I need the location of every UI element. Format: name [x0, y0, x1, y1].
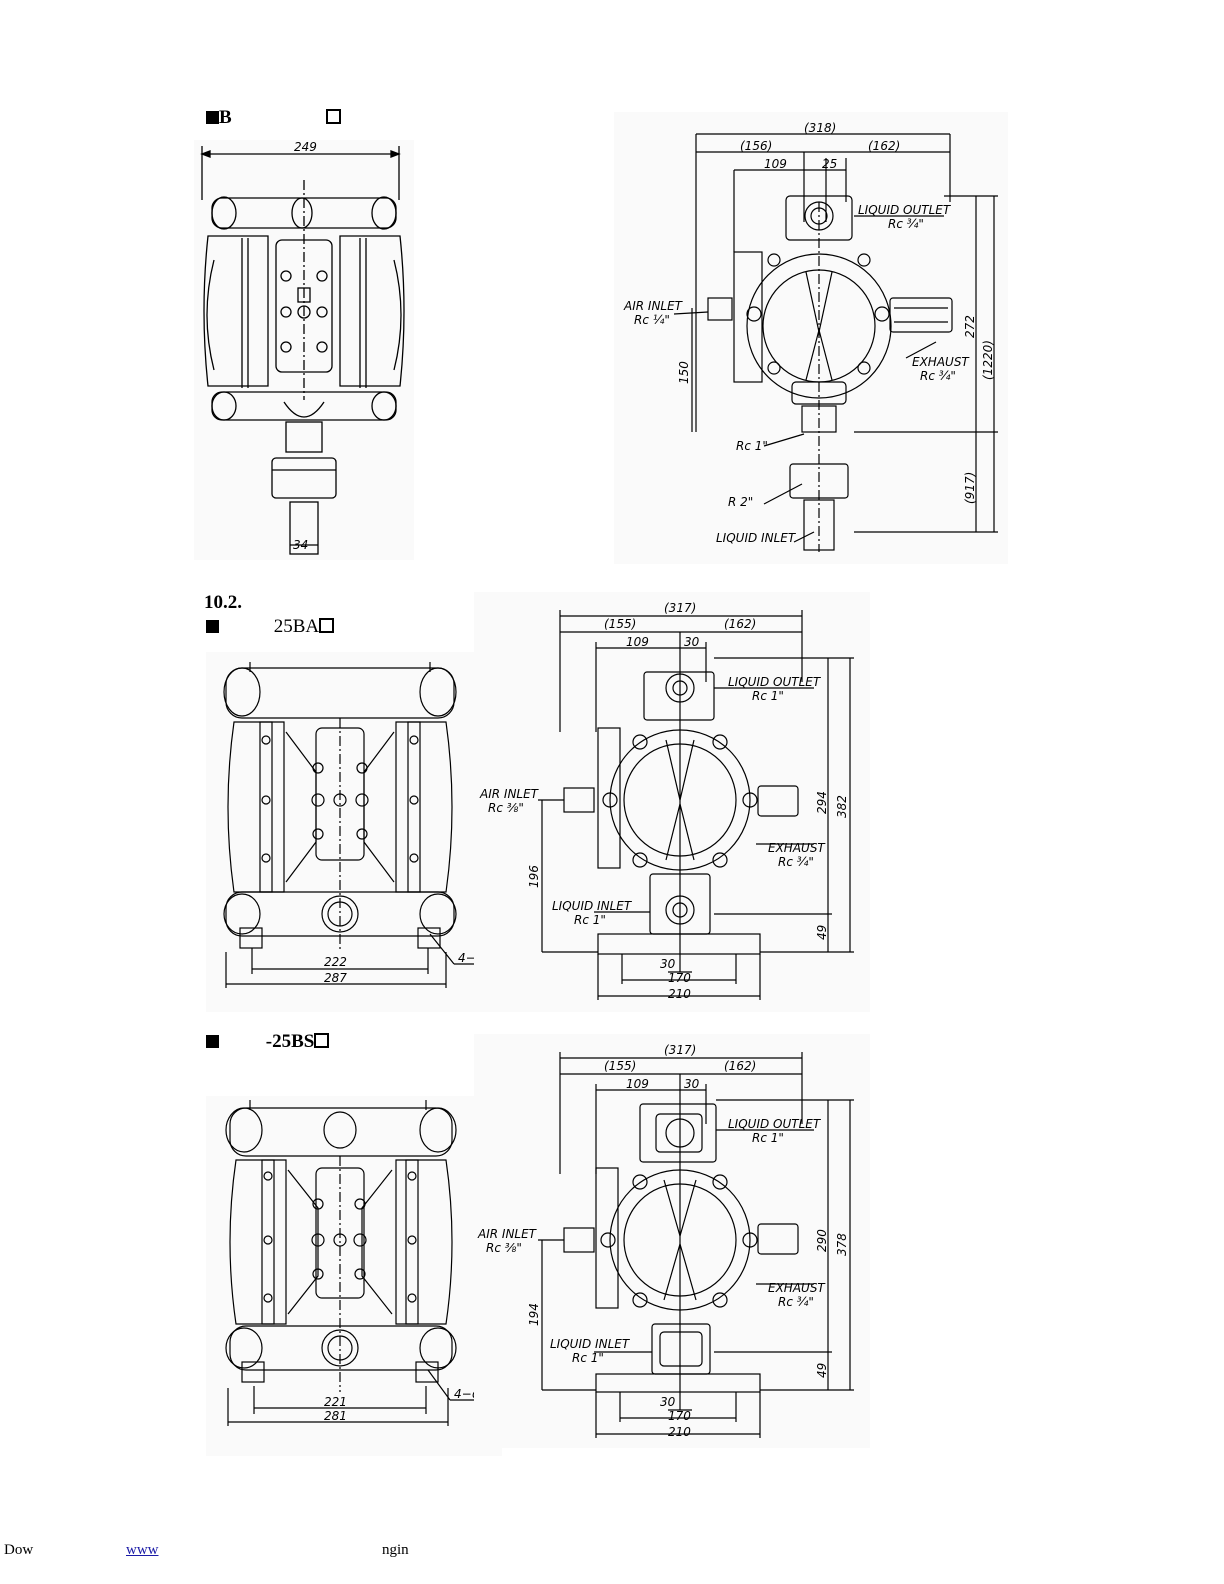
open-square-icon [326, 109, 342, 124]
dim-overall: (317) [664, 1043, 696, 1057]
label-exhaust: EXHAUST [912, 355, 970, 369]
dim-air-height: 194 [527, 1303, 541, 1326]
label-r2: R 2" [728, 495, 753, 509]
dim-body-height: 294 [815, 791, 829, 814]
section3-front-view: 221 281 4−φ9 [206, 1096, 502, 1456]
label-liquid-outlet: LIQUID OUTLET [728, 1117, 822, 1131]
filled-square-icon [206, 620, 219, 633]
dim-body-height: 290 [815, 1229, 829, 1252]
footer-link-label: www [126, 1542, 159, 1558]
label-outlet-thread: Rc 1" [752, 1131, 784, 1145]
label-air-thread: Rc ¼" [634, 313, 670, 327]
label-air-inlet: AIR INLET [477, 1227, 538, 1241]
dim-left: (156) [740, 139, 772, 153]
model-code: -25BS [265, 1031, 315, 1052]
dim-base-height: 49 [815, 925, 829, 940]
open-square-icon [314, 1033, 330, 1048]
dim-inner-width: 222 [324, 955, 347, 969]
label-air-thread: Rc ⅜" [486, 1241, 522, 1255]
dim-left: (155) [604, 617, 636, 631]
label-liquid-inlet: LIQUID INLET [552, 899, 633, 913]
dim-inner-width: 221 [324, 1395, 347, 1409]
dim-left: (155) [604, 1059, 636, 1073]
dim-offset: 30 [684, 1077, 700, 1091]
label-inlet-thread: Rc 1" [572, 1351, 604, 1365]
footer-link[interactable]: www [126, 1542, 266, 1559]
label-air-inlet: AIR INLET [623, 299, 684, 313]
dim-right: (162) [724, 617, 756, 631]
dim-total-height: (1220) [981, 340, 995, 380]
label-rc1: Rc 1" [736, 439, 768, 453]
dim-base-outer: 210 [668, 987, 691, 1001]
section1-side-view: (318) (156) (162) 109 25 LIQUID OUTLET R… [614, 112, 1008, 564]
dim-base-outer: 210 [668, 1425, 691, 1439]
dim-inner: 109 [764, 157, 787, 171]
label-liquid-inlet: LIQUID INLET [550, 1337, 631, 1351]
label-outlet-thread: Rc ¾" [888, 217, 924, 231]
dim-overall: (317) [664, 601, 696, 615]
dim-right: (162) [868, 139, 900, 153]
label-exhaust: EXHAUST [768, 1281, 826, 1295]
dim-offset: 25 [822, 157, 837, 171]
dim-offset: 30 [684, 635, 700, 649]
label-inlet-thread: Rc 1" [574, 913, 606, 927]
dim-base-inner: 170 [668, 1409, 691, 1423]
label-exhaust-thread: Rc ¾" [778, 1295, 814, 1309]
dim-inner: 109 [626, 1077, 649, 1091]
dim-total-height: 378 [835, 1233, 849, 1256]
section2-front-view: 222 287 4−φ9 [206, 652, 502, 1012]
filled-square-icon [206, 1035, 219, 1048]
dim-right: (162) [724, 1059, 756, 1073]
dim-inner: 109 [626, 635, 649, 649]
dim-lower-height: (917) [963, 472, 977, 504]
label-exhaust-thread: Rc ¾" [920, 369, 956, 383]
section1-front-view: 249 34 [194, 140, 414, 560]
dim-overall: (318) [804, 121, 836, 135]
dim-inlet-height: 150 [677, 361, 691, 384]
section2-side-view: (317) (155) (162) 109 30 LIQUID OUTLET R… [474, 592, 870, 1012]
section2-header: 25BA [206, 616, 335, 637]
label-exhaust-thread: Rc ¾" [778, 855, 814, 869]
dim-width: 249 [294, 140, 317, 154]
dim-air-height: 196 [527, 865, 541, 888]
dim-port-offset: 30 [660, 1395, 676, 1409]
dim-outer-width: 287 [324, 971, 347, 985]
model-code: B [219, 107, 232, 128]
dim-outer-width: 281 [324, 1409, 347, 1423]
label-outlet-thread: Rc 1" [752, 689, 784, 703]
dim-base-height: 49 [815, 1363, 829, 1378]
dim-base-inner: 170 [668, 971, 691, 985]
dim-port: 34 [293, 538, 308, 552]
label-liquid-outlet: LIQUID OUTLET [858, 203, 952, 217]
footer-right-text: ngin [382, 1542, 409, 1558]
section3-header: -25BS [206, 1031, 330, 1052]
label-air-inlet: AIR INLET [479, 787, 540, 801]
section3-side-view: (317) (155) (162) 109 30 LIQUID OUTLET R… [474, 1034, 870, 1448]
footer-left-text: Dow [4, 1542, 34, 1558]
label-air-thread: Rc ⅜" [488, 801, 524, 815]
model-code: 25BA [273, 616, 320, 637]
dim-total-height: 382 [835, 795, 849, 818]
section1-header: B [206, 107, 342, 128]
label-liquid-outlet: LIQUID OUTLET [728, 675, 822, 689]
filled-square-icon [206, 111, 219, 124]
section2-number: 10.2. [204, 592, 242, 613]
dim-body-height: 272 [963, 315, 977, 338]
label-exhaust: EXHAUST [768, 841, 826, 855]
dim-port-offset: 30 [660, 957, 676, 971]
open-square-icon [319, 618, 335, 633]
label-liquid-inlet: LIQUID INLET [716, 531, 797, 545]
